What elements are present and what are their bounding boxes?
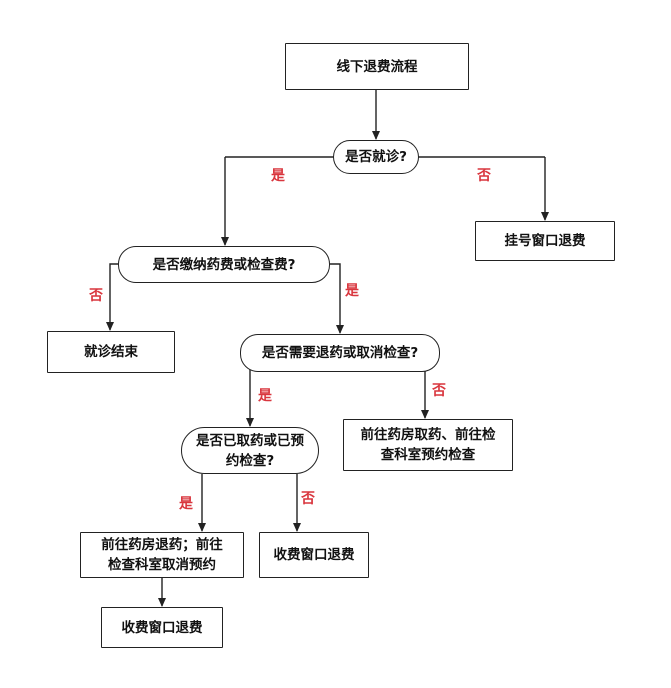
- registration-refund-label: 挂号窗口退费: [504, 233, 586, 249]
- decision-taken-or-booked: 是否已取药或已预 约检查?: [181, 427, 319, 474]
- return-or-cancel-node: 前往药房退药；前往 检查科室取消预约: [80, 532, 244, 578]
- registration-refund-node: 挂号窗口退费: [475, 221, 615, 261]
- decision-visited: 是否就诊?: [333, 140, 419, 174]
- label-paid-yes: 是: [345, 283, 359, 299]
- cashier-refund-right-node: 收费窗口退费: [259, 532, 369, 578]
- label-taken-no: 否: [301, 491, 315, 507]
- return-or-cancel-line2: 检查科室取消预约: [108, 557, 216, 573]
- return-or-cancel-line1: 前往药房退药；前往: [101, 537, 223, 553]
- label-visited-yes: 是: [271, 168, 285, 184]
- label-paid-no: 否: [89, 288, 103, 304]
- cashier-refund-bottom-label: 收费窗口退费: [121, 619, 203, 636]
- label-taken-yes: 是: [179, 496, 193, 512]
- get-or-book-node: 前往药房取药、前往检 查科室预约检查: [343, 419, 513, 471]
- decision-taken-or-booked-line2: 约检查?: [225, 452, 275, 469]
- decision-taken-or-booked-line1: 是否已取药或已预: [196, 432, 304, 449]
- visit-end-label: 就诊结束: [84, 344, 138, 360]
- label-visited-no: 否: [477, 168, 491, 184]
- label-refund-yes: 是: [258, 388, 272, 404]
- arrow-paid-yes: [330, 263, 344, 334]
- start-node: 线下退费流程: [285, 43, 469, 90]
- decision-paid: 是否缴纳药费或检查费?: [118, 246, 330, 283]
- cashier-refund-right-label: 收费窗口退费: [273, 547, 355, 563]
- start-label: 线下退费流程: [336, 58, 418, 75]
- visit-end-node: 就诊结束: [47, 331, 175, 373]
- cashier-refund-bottom-node: 收费窗口退费: [101, 607, 223, 648]
- get-or-book-line2: 查科室预约检查: [380, 447, 476, 463]
- decision-visited-label: 是否就诊?: [345, 149, 407, 165]
- label-refund-no: 否: [432, 383, 446, 399]
- get-or-book-line1: 前往药房取药、前往检: [360, 427, 496, 443]
- decision-refund-or-cancel: 是否需要退药或取消检查?: [240, 334, 440, 372]
- arrow-paid-no: [106, 263, 118, 331]
- decision-paid-label: 是否缴纳药费或检查费?: [152, 256, 296, 273]
- decision-refund-or-cancel-label: 是否需要退药或取消检查?: [261, 345, 419, 361]
